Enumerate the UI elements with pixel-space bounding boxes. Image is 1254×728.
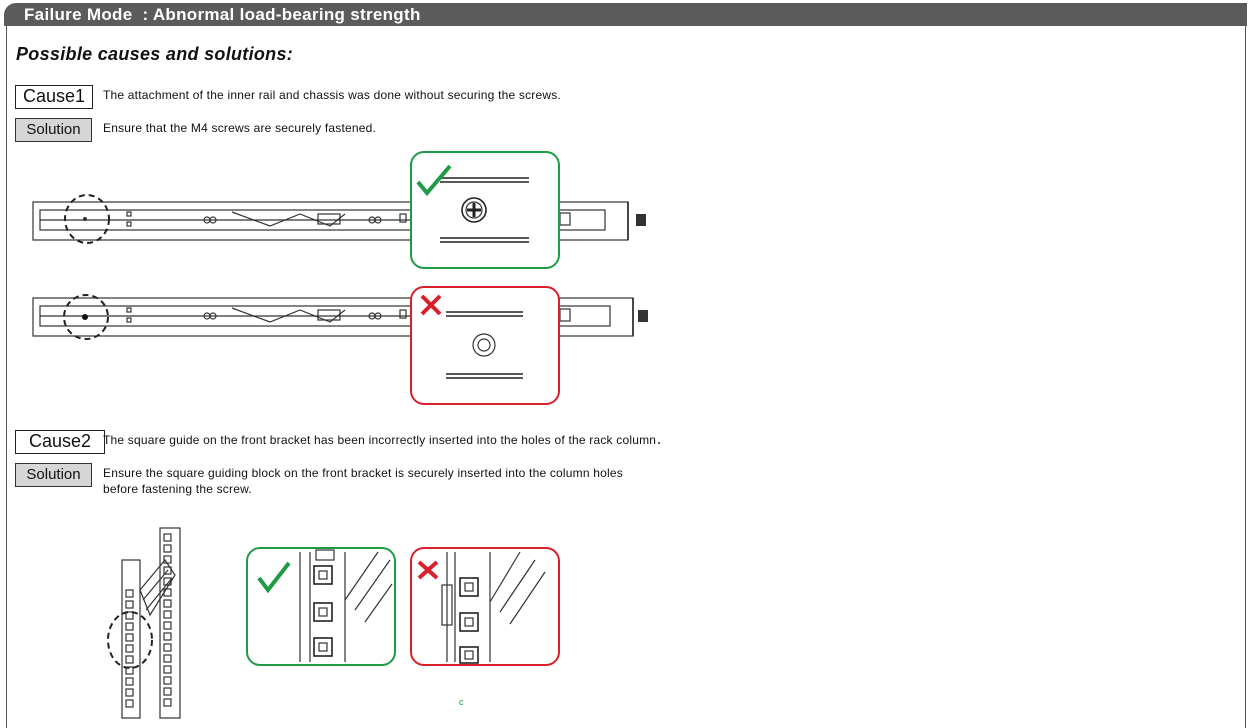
rack-column-illustration	[107, 527, 181, 719]
rack-hole	[163, 698, 172, 707]
subtitle-text: Possible causes and solutions	[16, 44, 287, 64]
subtitle-colon: :	[286, 44, 294, 64]
rack-hole	[163, 643, 172, 652]
screw-installed	[82, 314, 88, 320]
section-header: Failure Mode : Abnormal load-bearing str…	[4, 3, 1247, 26]
rack-hole	[125, 677, 134, 686]
rack-hole	[125, 622, 134, 631]
cross-mark-icon	[420, 294, 442, 316]
rail-slot	[399, 213, 407, 223]
rack-hole	[163, 665, 172, 674]
subtitle: Possible causes and solutions:	[16, 44, 293, 65]
rail-slot	[126, 221, 132, 227]
rack-hole	[125, 644, 134, 653]
incorrect-rack-detail-box	[410, 547, 560, 666]
rack-hole	[163, 544, 172, 553]
rack-hole	[125, 655, 134, 664]
rack-hole	[163, 610, 172, 619]
rack-hole	[125, 633, 134, 642]
solution1-text: Ensure that the M4 screws are securely f…	[103, 121, 377, 135]
correct-detail-box	[410, 151, 560, 269]
rack-hole	[163, 632, 172, 641]
correct-rack-detail-box	[246, 547, 396, 666]
rack-hole	[163, 621, 172, 630]
rack-hole	[163, 577, 172, 586]
solution2-tag: Solution	[15, 463, 92, 487]
header-title: Failure Mode : Abnormal load-bearing str…	[24, 5, 421, 24]
rack-hole	[163, 566, 172, 575]
rack-hole	[163, 533, 172, 542]
rack-hole	[125, 666, 134, 675]
rack-hole	[125, 688, 134, 697]
incorrect-detail-box	[410, 286, 560, 405]
page-frame	[6, 8, 1246, 728]
rack-hole	[163, 555, 172, 564]
rack-hole	[163, 588, 172, 597]
rail-latch	[231, 211, 346, 227]
screw-hole-empty	[83, 217, 87, 221]
dashed-highlight-circle	[63, 294, 109, 340]
cause2-tag: Cause2	[15, 430, 105, 454]
rail-hole	[374, 216, 382, 224]
rail-end-screw	[636, 214, 646, 226]
check-mark-icon	[257, 561, 291, 594]
check-mark-icon	[416, 164, 452, 197]
rail-latch-plate	[317, 213, 341, 225]
rack-hole	[125, 600, 134, 609]
rack-hole	[125, 699, 134, 708]
solution1-tag: Solution	[15, 118, 92, 142]
screw-head-icon	[461, 197, 487, 223]
solution2-line1: Ensure the square guiding block on the f…	[103, 466, 623, 480]
cross-mark-icon	[417, 560, 439, 580]
solution2-line2: before fastening the screw.	[103, 482, 252, 496]
dashed-highlight-circle	[107, 611, 153, 669]
rail-hole	[209, 216, 217, 224]
cause1-tag: Cause1	[15, 85, 93, 109]
rack-hole	[163, 676, 172, 685]
solution2-text: Ensure the square guiding block on the f…	[103, 465, 623, 497]
rail-illustration-bottom	[32, 294, 648, 340]
rack-hole	[125, 589, 134, 598]
empty-hole-icon	[472, 333, 496, 357]
cause1-text: The attachment of the inner rail and cha…	[103, 88, 561, 102]
rack-hole	[163, 599, 172, 608]
rack-hole	[163, 654, 172, 663]
rack-hole	[163, 687, 172, 696]
cause2-text: The square guide on the front bracket ha…	[103, 433, 669, 447]
footer-mark: c	[459, 697, 464, 707]
rail-slot	[126, 211, 132, 217]
dashed-highlight-circle	[64, 194, 110, 244]
rack-hole	[125, 611, 134, 620]
